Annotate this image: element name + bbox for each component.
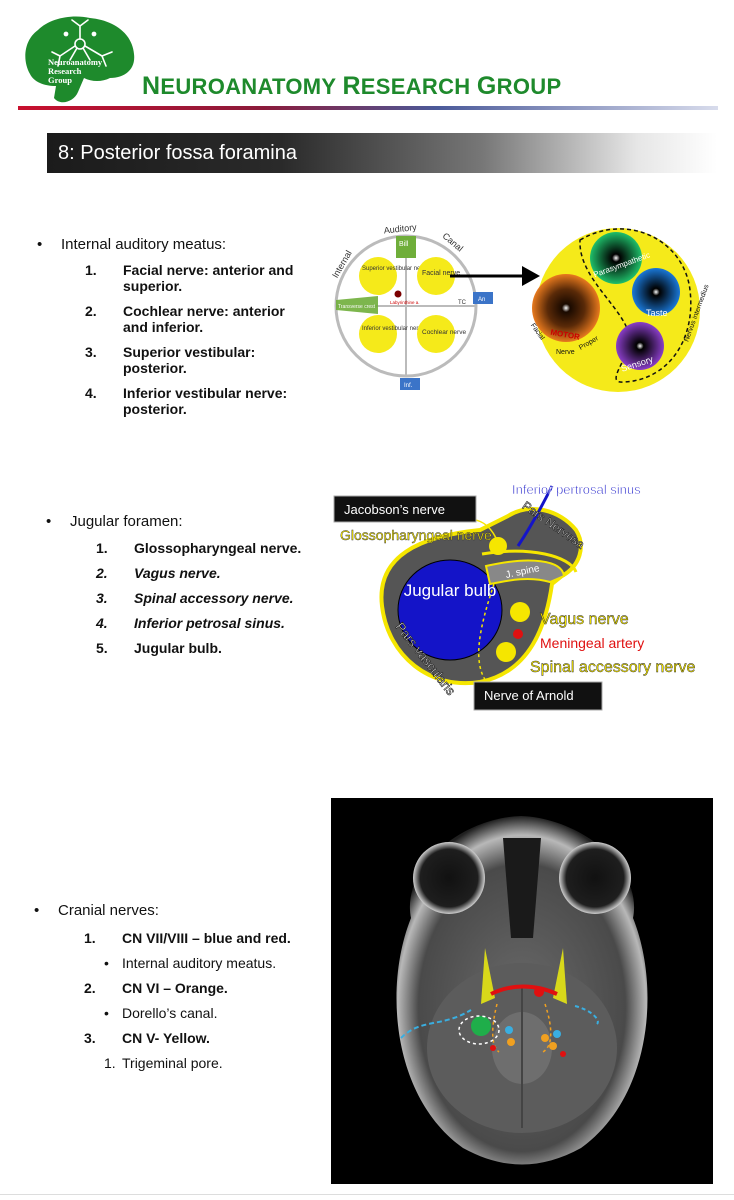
brain-logo-icon <box>25 16 135 103</box>
quadrant-label: Facial nerve <box>422 270 460 277</box>
list-item: 1.Facial nerve: anterior and superior. <box>85 262 294 294</box>
svg-text:Vagus nerve: Vagus nerve <box>540 611 629 628</box>
svg-text:Inf.: Inf. <box>404 383 413 389</box>
bill-label: Bill <box>399 241 409 248</box>
inf-tab <box>400 378 420 390</box>
list-item: 2.CN VI – Orange. <box>84 980 228 996</box>
jugular-list: 1.Glossopharyngeal nerve. 2.Vagus nerve.… <box>96 540 301 665</box>
list-item: 1.CN VII/VIII – blue and red. <box>84 930 291 946</box>
bill-bar <box>396 236 416 258</box>
slide-title: 8: Posterior fossa foramina <box>58 142 297 164</box>
quadrant-label: Cochlear nerve <box>422 329 466 336</box>
ring-label: Auditory <box>383 222 417 235</box>
quadrant-label: Superior vestibular nerve <box>362 266 429 272</box>
sub-item: 1.Trigeminal pore. <box>104 1055 223 1071</box>
jacobson-label: Jacobson’s nerve <box>344 502 445 517</box>
arnold-label: Nerve of Arnold <box>484 688 574 703</box>
svg-text:Meningeal artery: Meningeal artery <box>540 635 644 651</box>
jugular-bulb <box>397 559 503 661</box>
jugular-diagram: J. spine Jacobson’s nerve Inferior pertr… <box>333 482 696 711</box>
cn-vi-left <box>492 1003 500 1053</box>
cn-vi-right <box>542 1003 552 1053</box>
jugular-heading: Jugular foramen: <box>46 513 182 530</box>
callout-box <box>473 681 603 711</box>
left-orbit <box>413 842 485 914</box>
svg-text:Nerve: Nerve <box>556 349 575 356</box>
cn-vii-viii-right <box>574 1005 599 1025</box>
footer-divider <box>0 1194 734 1195</box>
an-tab <box>473 292 493 304</box>
list-item: 4.Inferior petrosal sinus. <box>96 615 285 631</box>
right-orbit <box>559 842 631 914</box>
tc-label: TC <box>458 300 467 306</box>
iam-diagram: Internal Auditory Canal Bill Superior ve… <box>330 222 711 392</box>
list-item: 2.Cochlear nerve: anterior and inferior. <box>85 303 285 335</box>
list-item: 5.Jugular bulb. <box>96 640 222 656</box>
petrosal-sinus-line <box>516 485 554 547</box>
iam-list: 1.Facial nerve: anterior and superior. 2… <box>85 262 303 426</box>
logo-text: Neuroanatomy Research Group <box>48 57 103 85</box>
list-item: 2.Vagus nerve. <box>96 565 221 581</box>
svg-text:Spinal accessory nerve: Spinal accessory nerve <box>530 659 696 676</box>
cn-vii-viii-left <box>400 1009 472 1039</box>
svg-text:Glossopharyngeal nerve: Glossopharyngeal nerve <box>340 527 492 543</box>
mri-axial-image <box>331 798 713 1184</box>
slide-title-bar <box>47 133 717 173</box>
callout-box <box>333 495 477 523</box>
transverse-crest-label: Transverse crest <box>338 304 376 310</box>
petrosal-label: Inferior pertrosal sinus <box>512 482 641 497</box>
red-contour <box>490 984 558 996</box>
svg-text:Taste: Taste <box>646 308 668 318</box>
sub-item: •Dorello’s canal. <box>104 1005 218 1021</box>
group-title: NEUROANATOMY RESEARCH GROUP <box>142 72 562 100</box>
header-divider <box>18 106 718 110</box>
cn-v-right <box>553 948 567 1004</box>
quadrant-label: Inferior vestibular nerve <box>362 326 425 332</box>
svg-text:An: An <box>478 297 485 303</box>
list-item: 4.Inferior vestibular nerve: posterior. <box>85 385 288 417</box>
cranial-heading: Cranial nerves: <box>34 902 159 919</box>
list-item: 1.Glossopharyngeal nerve. <box>96 540 302 556</box>
sub-item: •Internal auditory meatus. <box>104 955 277 971</box>
green-marker <box>471 1016 491 1036</box>
list-item: 3.Spinal accessory nerve. <box>96 590 294 606</box>
list-item: 3.CN V- Yellow. <box>84 1030 210 1046</box>
labyrinthine-label: Labyrinthine a. <box>390 300 420 305</box>
cranial-list: 1.CN VII/VIII – blue and red. •Internal … <box>84 930 291 1080</box>
list-item: 3.Superior vestibular: posterior. <box>85 344 256 376</box>
iam-heading: Internal auditory meatus: <box>37 236 226 253</box>
cn-v-left <box>481 948 495 1004</box>
svg-text:Jugular bulb: Jugular bulb <box>404 581 497 600</box>
